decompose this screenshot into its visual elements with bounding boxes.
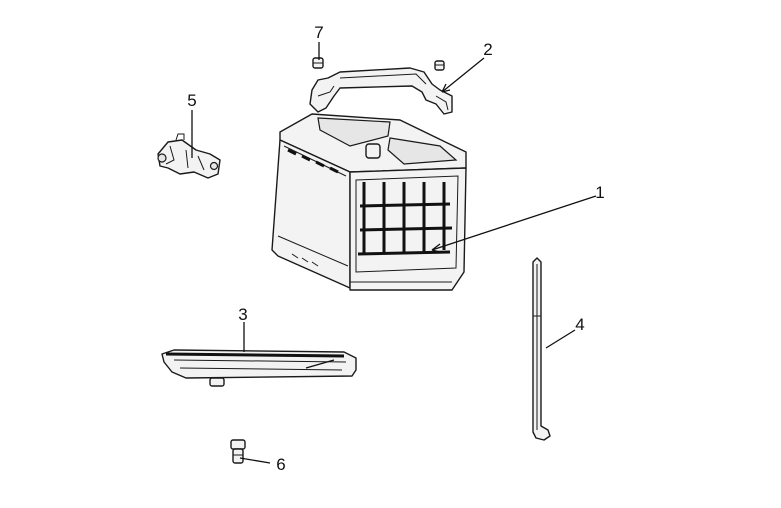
callout-2: 2 [483, 40, 492, 59]
callout-5: 5 [187, 91, 196, 110]
part-hold-down-bracket [309, 67, 453, 115]
part-nut-left [312, 57, 324, 69]
part-hold-down-rod [532, 257, 551, 441]
callout-7: 7 [314, 23, 323, 42]
part-nut-right [434, 60, 445, 71]
callout-3: 3 [238, 305, 247, 324]
part-cable-clamp [157, 133, 221, 179]
part-plug [230, 439, 246, 464]
callout-1: 1 [595, 183, 604, 202]
part-battery-tray [161, 349, 357, 387]
part-battery [271, 113, 467, 291]
callout-6: 6 [276, 455, 285, 474]
callout-4: 4 [575, 315, 584, 334]
leader-lines [191, 42, 597, 464]
